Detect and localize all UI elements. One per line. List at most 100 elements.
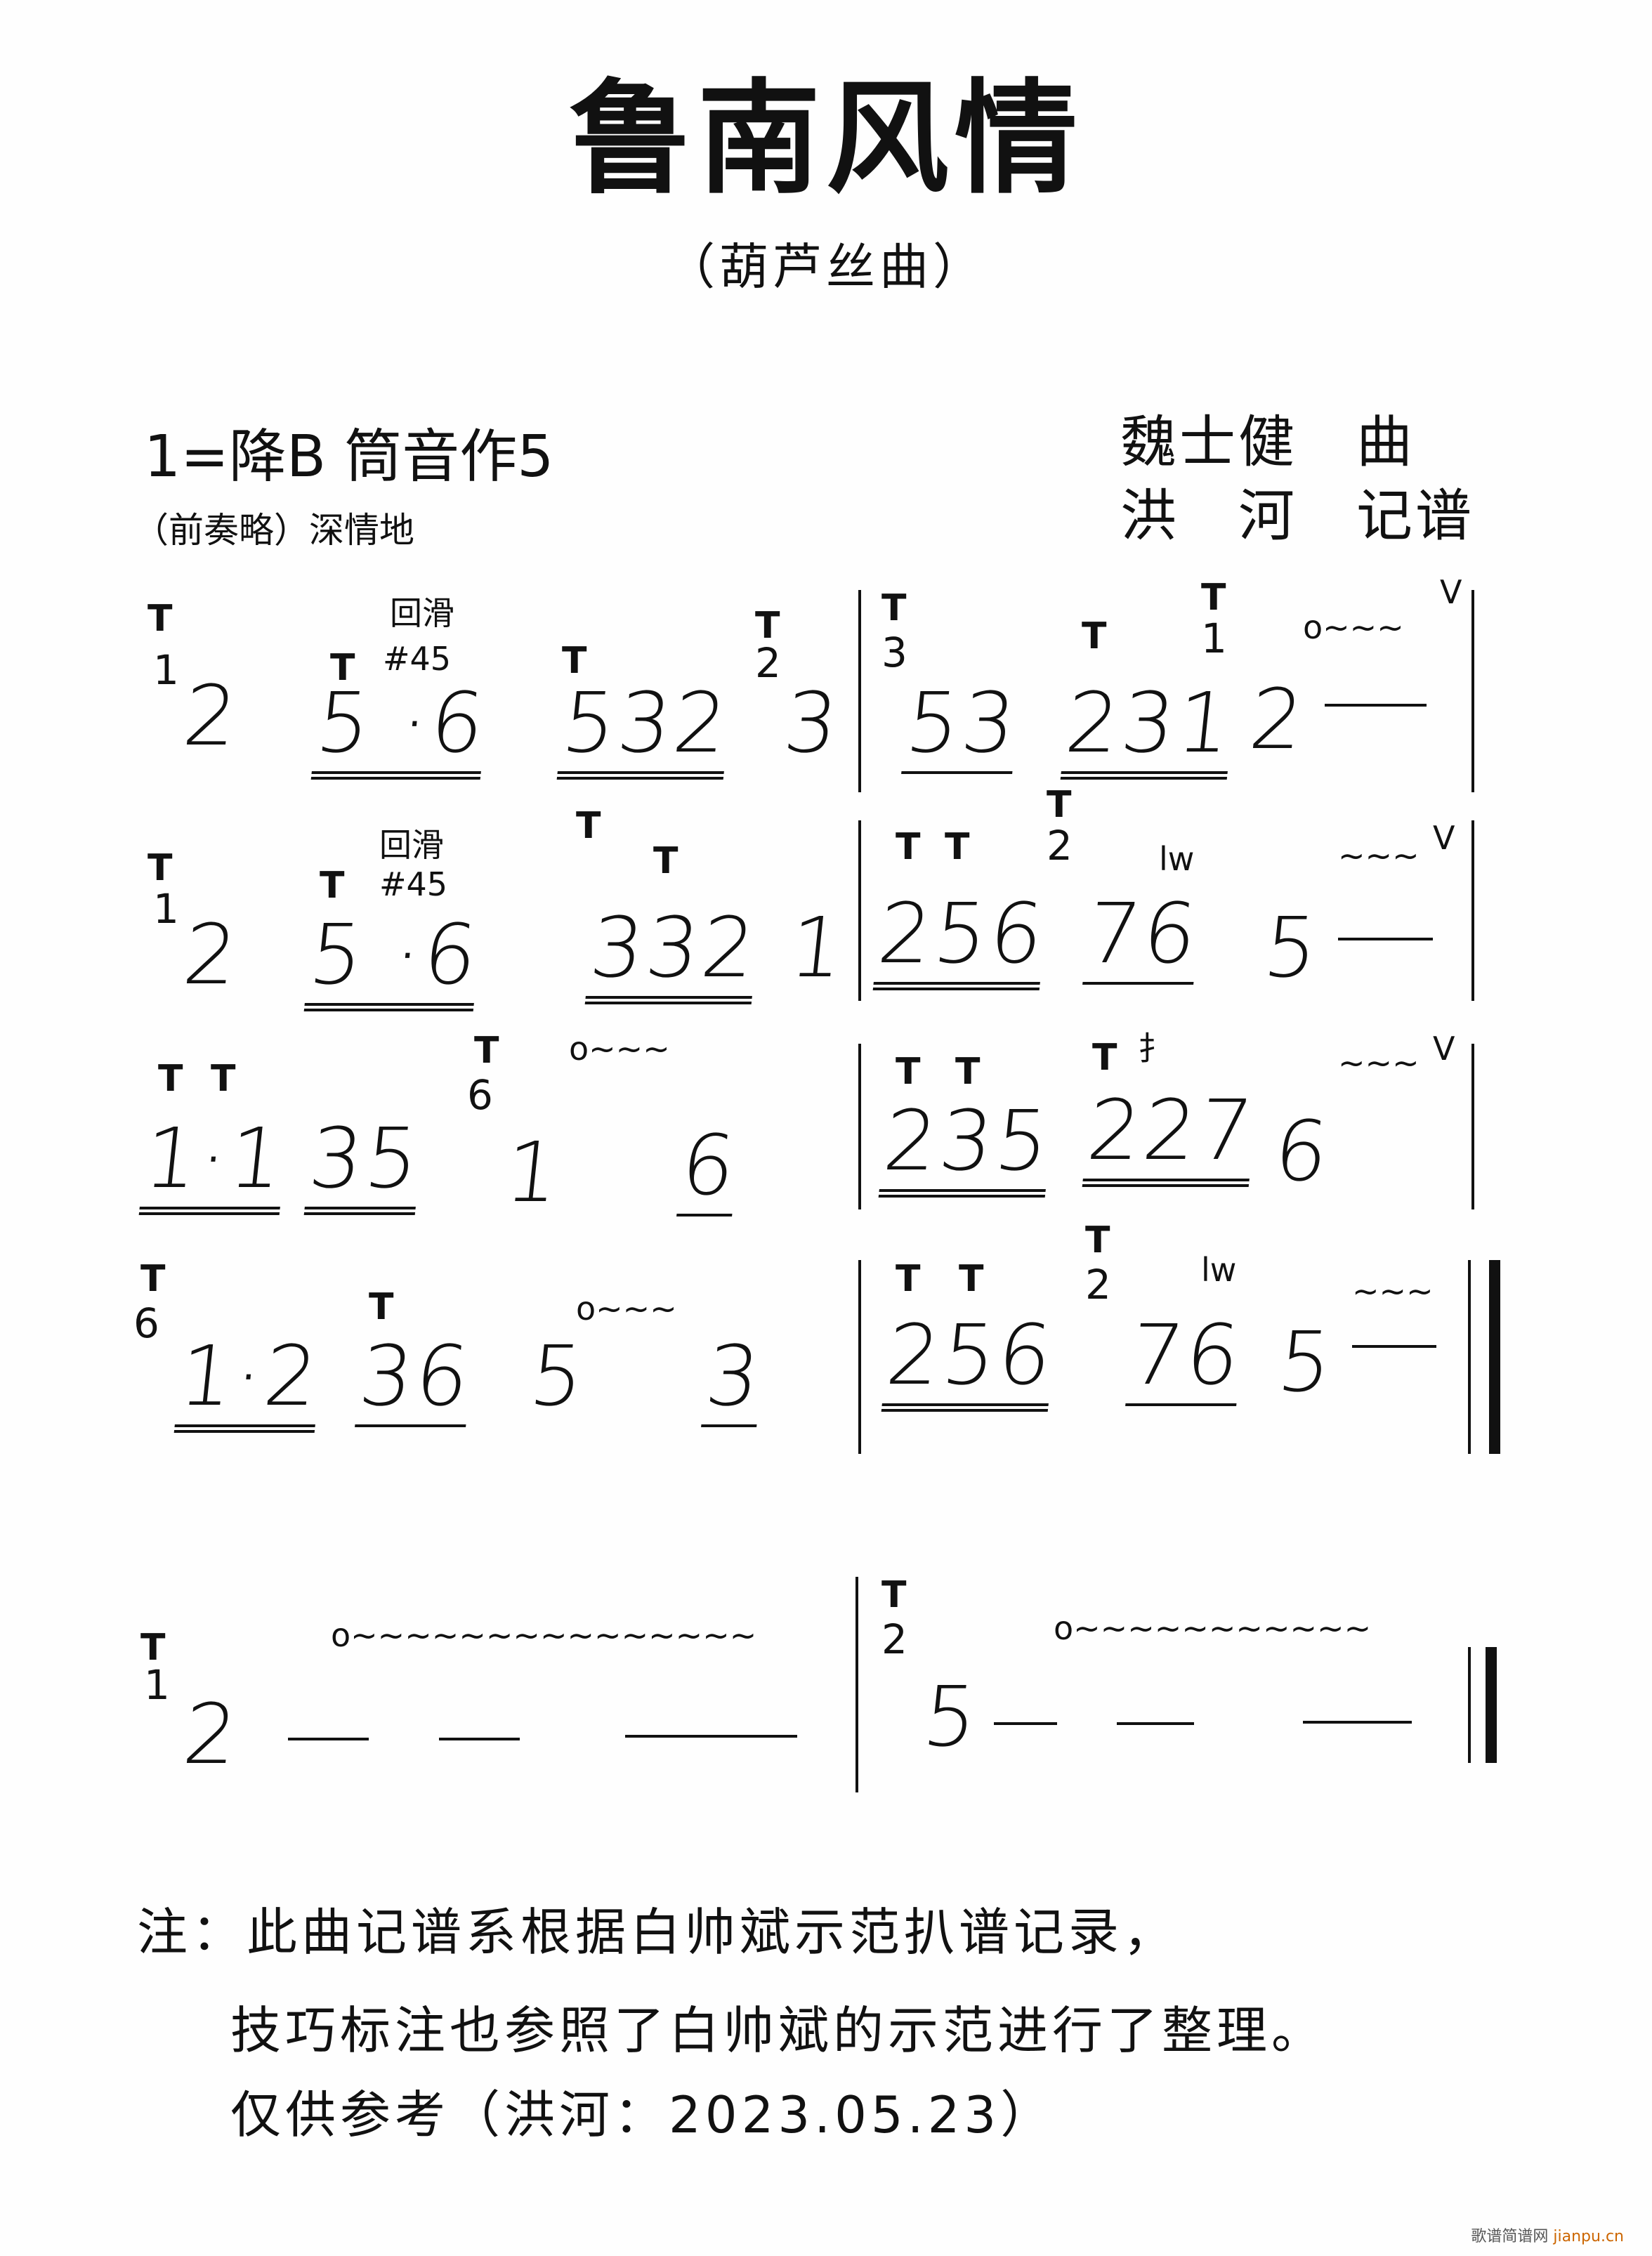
note-group: 76 xyxy=(1125,1306,1247,1406)
grace-note: 6 xyxy=(133,1299,159,1347)
transcriber: 洪 河 记谱 xyxy=(1120,483,1474,549)
sustain-dash xyxy=(1352,1345,1436,1348)
tongue-mark: T xyxy=(755,605,780,647)
tongue-mark: T xyxy=(1082,615,1107,657)
sustain-dash xyxy=(1325,704,1427,707)
note-group: 3 xyxy=(779,674,846,771)
note-group: 2 xyxy=(1245,671,1311,768)
subtitle: （葫芦丝曲） xyxy=(666,238,986,296)
vibrato-mark: ~~~ xyxy=(1338,1044,1420,1082)
tongue-mark: T xyxy=(896,826,921,868)
long-trill-mark: o~~~~~~~~~~~ xyxy=(1054,1609,1372,1647)
tongue-mark: T xyxy=(881,587,907,629)
tongue-mark: T xyxy=(474,1030,499,1072)
breath-mark: V xyxy=(1433,1030,1455,1068)
footnote-line-2: 技巧标注也参照了白帅斌的示范进行了整理。 xyxy=(230,2001,1327,2060)
sustain-dash xyxy=(288,1738,369,1740)
tongue-mark: T xyxy=(140,1258,166,1300)
note-group: 5 ·6 xyxy=(303,906,485,1011)
tongue-mark: T xyxy=(1201,577,1226,619)
note-group: 235 xyxy=(878,1092,1056,1198)
barline xyxy=(1471,590,1474,792)
note-group: 5 xyxy=(918,1668,985,1765)
trill-mark: o~~~ xyxy=(1303,608,1404,646)
tongue-mark: T xyxy=(955,1051,981,1093)
note-group: 532 xyxy=(556,674,735,780)
barline xyxy=(858,820,861,1001)
tongue-mark: T xyxy=(1047,784,1072,826)
grace-note: 3 xyxy=(881,629,907,676)
barline xyxy=(858,1044,861,1209)
sharp-grace: #45 xyxy=(383,640,452,678)
tongue-mark: T xyxy=(576,805,601,847)
note-group: 36 xyxy=(355,1327,476,1427)
note-group: 227 xyxy=(1082,1082,1260,1187)
note-group: 5 xyxy=(1259,899,1325,996)
tongue-mark: T xyxy=(896,1258,921,1300)
sustain-dash xyxy=(1338,938,1433,940)
barline xyxy=(858,590,861,792)
footnote-line-3: 仅供参考（洪河：2023.05.23） xyxy=(230,2085,1056,2144)
breath-mark: V xyxy=(1433,819,1455,857)
mordent-mark: lw xyxy=(1201,1251,1237,1289)
grace-note: 2 xyxy=(755,639,781,687)
grace-note: 1 xyxy=(153,885,179,933)
final-barline-thick xyxy=(1489,1260,1500,1454)
sustain-dash xyxy=(1303,1721,1412,1724)
final-barline-thick xyxy=(1486,1647,1497,1763)
sharp-grace: #45 xyxy=(379,865,448,903)
sustain-dash xyxy=(439,1738,520,1740)
barline xyxy=(855,1577,858,1792)
note-group: 1·1 xyxy=(138,1110,290,1215)
watermark-cn: 歌谱简谱网 xyxy=(1471,2228,1549,2245)
grace-note: 1 xyxy=(153,646,179,694)
note-group: 256 xyxy=(872,885,1051,990)
note-group: 1 xyxy=(500,1124,567,1221)
note-group: 1 xyxy=(785,899,851,996)
barline xyxy=(1471,1044,1474,1209)
sustain-dash xyxy=(625,1735,797,1738)
tongue-mark: T xyxy=(896,1051,921,1093)
tongue-mark: T xyxy=(148,598,173,640)
note-group: 53 xyxy=(901,674,1023,774)
finger-mark: 扌 xyxy=(1138,1030,1170,1068)
final-barline-thin xyxy=(1468,1647,1471,1763)
note-group: 3 xyxy=(701,1327,767,1427)
tongue-mark: T xyxy=(140,1627,166,1669)
note-group: 76 xyxy=(1082,885,1204,985)
note-group: 5 xyxy=(525,1327,591,1424)
note-group: 332 xyxy=(584,899,763,1004)
tongue-mark: T xyxy=(959,1258,984,1300)
grace-note: 1 xyxy=(1201,615,1227,662)
tongue-mark: T xyxy=(562,640,587,682)
footnote-line-1: 注：此曲记谱系根据白帅斌示范扒谱记录， xyxy=(137,1903,1179,1962)
tongue-mark: T xyxy=(1092,1037,1117,1079)
barline xyxy=(1471,820,1474,1001)
grace-note: 1 xyxy=(144,1661,170,1709)
watermark: 歌谱简谱网 jianpu.cn xyxy=(1471,2229,1624,2245)
note-group: 231 xyxy=(1060,674,1238,780)
vibrato-mark: ~~~ xyxy=(1352,1272,1434,1310)
tongue-mark: T xyxy=(158,1058,183,1100)
sustain-dash xyxy=(1117,1722,1194,1725)
grace-note: 2 xyxy=(881,1615,907,1663)
trill-mark: o~~~ xyxy=(569,1030,670,1068)
vibrato-mark: ~~~ xyxy=(1338,837,1420,874)
barline xyxy=(858,1260,861,1454)
breath-mark: V xyxy=(1440,573,1462,611)
page-title: 鲁南风情 xyxy=(569,67,1083,211)
tongue-mark: T xyxy=(945,826,970,868)
tongue-mark: T xyxy=(148,847,173,889)
tongue-mark: T xyxy=(653,840,678,882)
tongue-mark: T xyxy=(320,865,345,907)
note-group: 256 xyxy=(881,1306,1059,1412)
note-group: 5 ·6 xyxy=(310,674,492,780)
note-group: 35 xyxy=(303,1110,426,1215)
note-group: 2 xyxy=(178,667,245,764)
grace-note: 2 xyxy=(1047,822,1073,870)
note-group: 5 xyxy=(1273,1313,1339,1410)
grace-note: 6 xyxy=(467,1071,493,1119)
note-group: 2 xyxy=(178,1686,245,1783)
trill-mark: o~~~ xyxy=(576,1290,677,1327)
